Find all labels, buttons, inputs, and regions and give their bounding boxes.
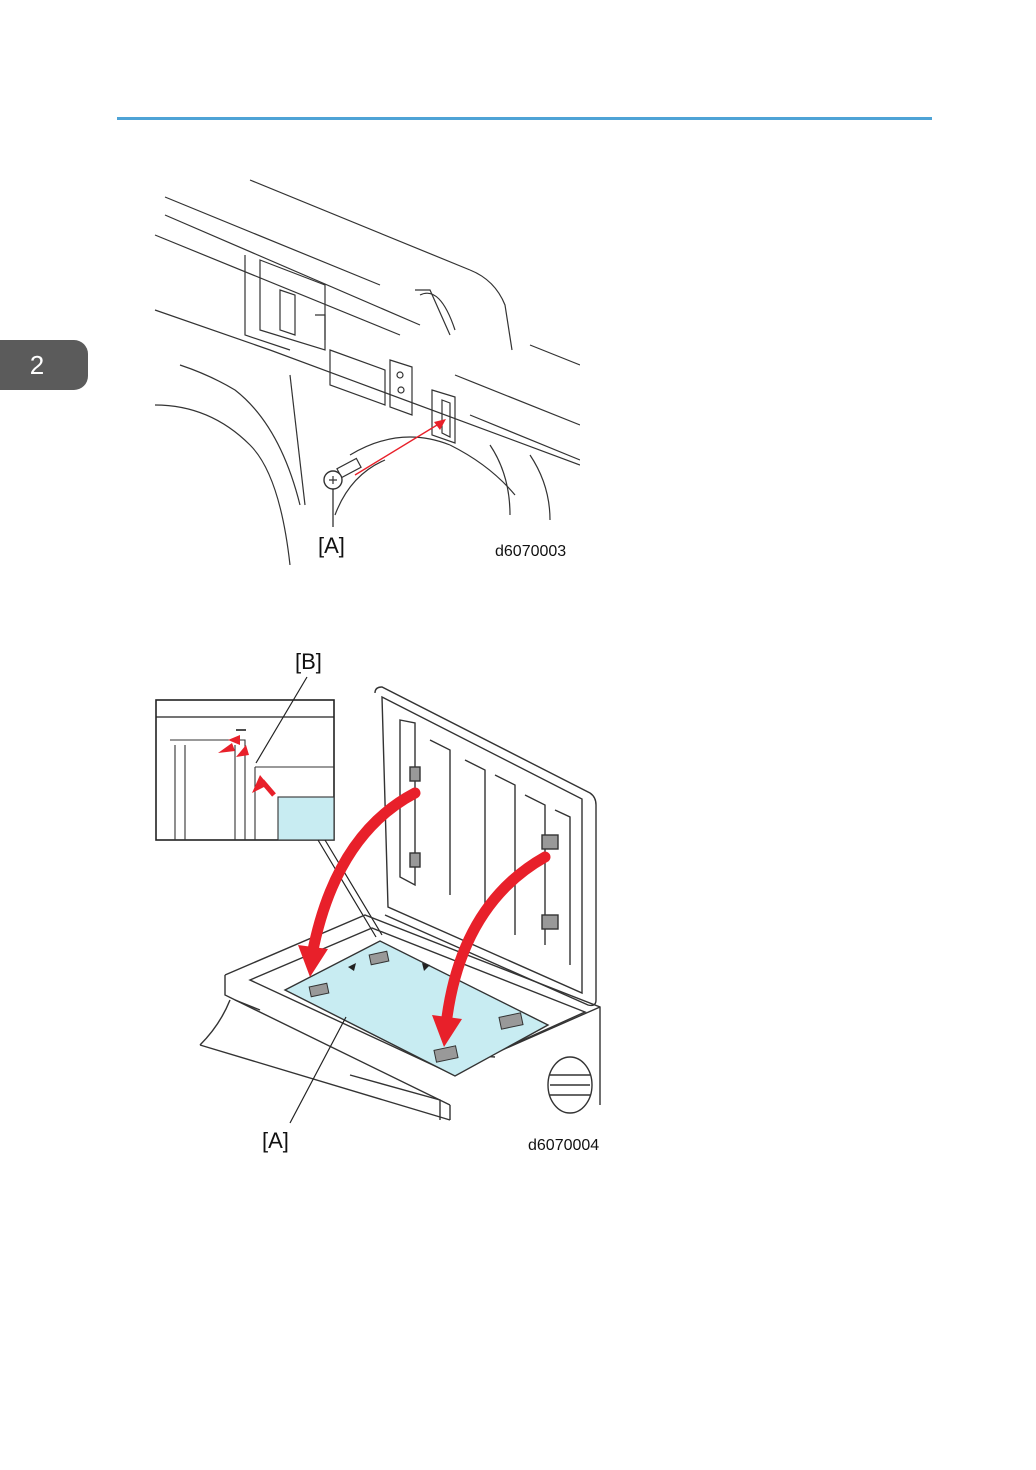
- screw-icon: [324, 458, 361, 489]
- callout-a-label: [A]: [318, 533, 345, 558]
- figure-code: d6070004: [528, 1137, 599, 1154]
- arrow-red-icon: [355, 422, 442, 475]
- figure-screw-removal: [A] d6070003: [150, 175, 580, 565]
- chapter-number: 2: [30, 350, 44, 380]
- callout-b-label: [B]: [295, 649, 322, 674]
- chapter-tab: 2: [0, 340, 88, 390]
- figure-code: d6070003: [495, 543, 566, 560]
- detail-inset: [156, 700, 334, 840]
- chart-sheet: [285, 941, 548, 1076]
- figure-glass-chart: [B]: [150, 645, 610, 1160]
- figure-glass-illustration: [B]: [150, 645, 610, 1160]
- callout-a-label: [A]: [262, 1128, 289, 1153]
- figure-screw-illustration: [A] d6070003: [150, 175, 580, 565]
- header-rule: [117, 117, 932, 120]
